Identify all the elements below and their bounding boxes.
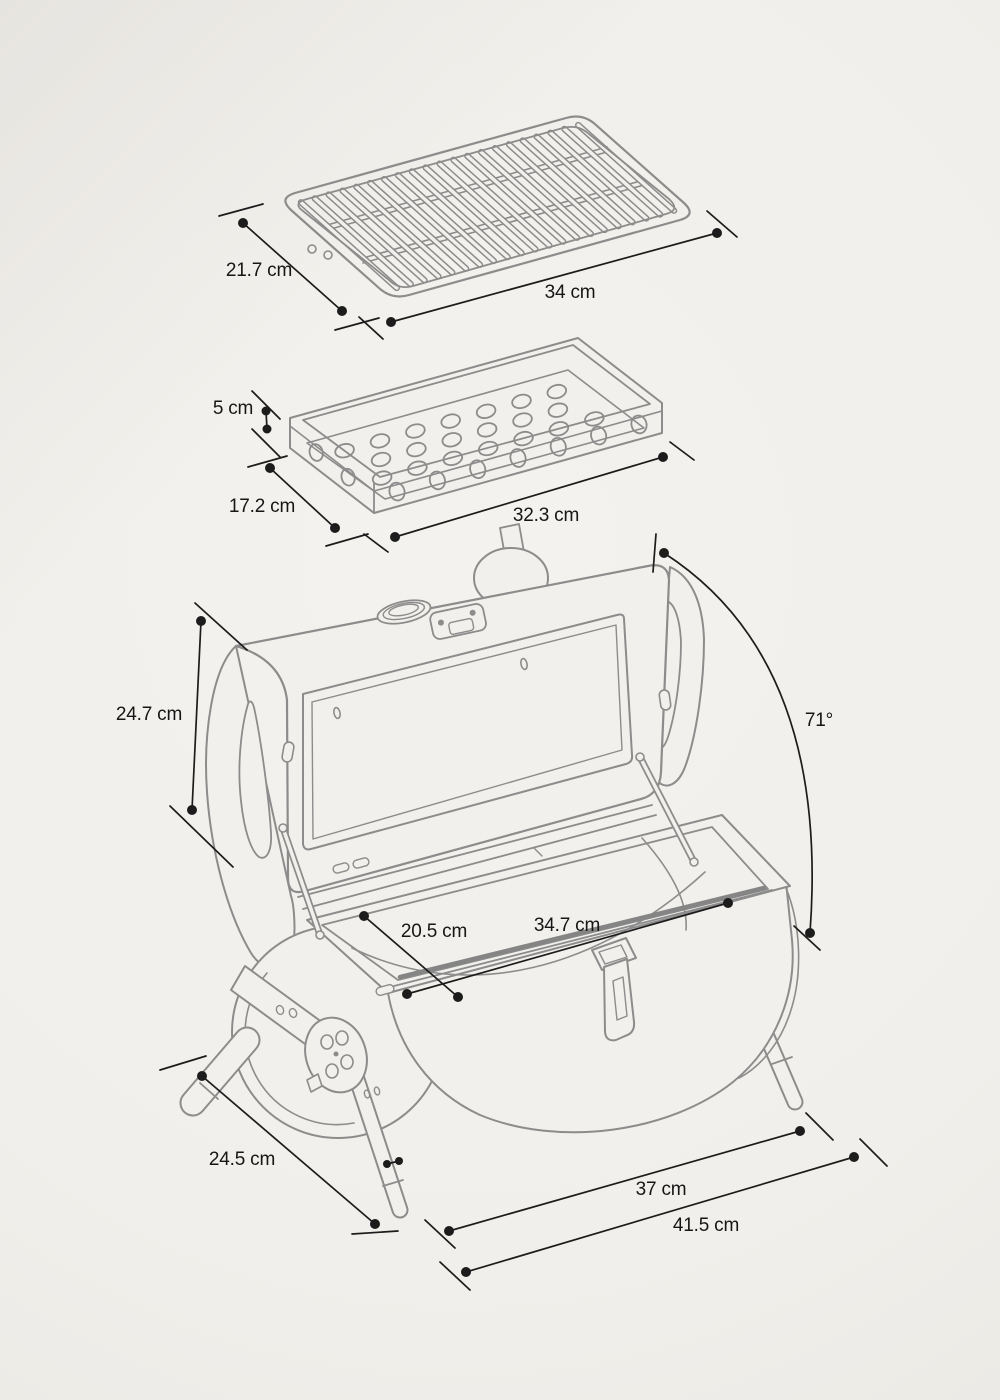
barbecue-body-drawing xyxy=(179,523,804,1219)
lid-latch-plate xyxy=(429,603,487,640)
lid-rim-band xyxy=(297,804,657,910)
grill-grate-drawing xyxy=(284,115,691,298)
lid-hinge-pin-left xyxy=(281,741,295,763)
dim-opening-width-line xyxy=(402,898,733,999)
dim-tray-width-line xyxy=(363,441,695,553)
dim-lid-angle-label: 71° xyxy=(804,710,834,731)
dim-feet-span-label: 37 cm xyxy=(635,1179,687,1200)
grate-hook-left xyxy=(307,244,317,254)
dim-grate-width-label: 34 cm xyxy=(544,282,596,303)
dim-opening-width-label: 34.7 cm xyxy=(533,915,601,936)
dim-grate-depth-line xyxy=(218,203,380,331)
lid xyxy=(234,564,672,910)
dim-base-depth-line xyxy=(159,1055,399,1235)
dim-feet-span-line xyxy=(424,1112,834,1249)
dim-grate-width-line xyxy=(358,210,738,340)
grate-hook-right xyxy=(323,250,333,260)
dim-grate-depth-label: 21.7 cm xyxy=(225,260,293,281)
dim-tray-height-label: 5 cm xyxy=(212,398,254,419)
dim-overall-width-label: 41.5 cm xyxy=(672,1215,740,1236)
dimension-annotations xyxy=(159,203,888,1291)
dim-tray-height-line xyxy=(251,390,281,458)
bowl-right-end-edge xyxy=(738,887,800,1079)
lid-hinge-pin-right xyxy=(658,689,672,711)
bowl-rim-tab xyxy=(375,984,395,996)
grate-bars xyxy=(297,121,678,292)
lid-rim-tab-1 xyxy=(332,862,350,874)
dim-tray-width-label: 32.3 cm xyxy=(512,505,580,526)
bowl xyxy=(231,814,804,1219)
bowl-rim-outer xyxy=(306,814,791,994)
crank-assembly xyxy=(179,965,368,1117)
lid-rivet-right xyxy=(520,657,528,671)
lid-rim-tab-2 xyxy=(352,857,370,869)
dim-tray-depth-label: 17.2 cm xyxy=(228,496,296,517)
dim-opening-depth-label: 20.5 cm xyxy=(400,921,468,942)
lid-hinge-struts xyxy=(278,752,699,940)
lid-vent-disc xyxy=(376,599,432,625)
bowl-inner-wall-arc xyxy=(351,871,706,976)
dim-tray-depth-line xyxy=(247,455,369,547)
vent-wheel-tab xyxy=(306,1073,323,1093)
charcoal-tray-drawing xyxy=(289,337,663,514)
dim-lid-angle-arc xyxy=(652,533,821,951)
dim-base-depth-label: 24.5 cm xyxy=(208,1149,276,1170)
bowl-rim-front-edge xyxy=(397,885,767,980)
lid-left-end-cap xyxy=(205,645,296,970)
bowl-rim-inner xyxy=(321,826,769,981)
tray-holes xyxy=(308,383,648,502)
dim-overall-width-line xyxy=(439,1138,888,1291)
front-latch xyxy=(591,937,637,1042)
dim-lid-height-label: 24.7 cm xyxy=(115,704,183,725)
bowl-body xyxy=(387,881,794,1134)
dim-lid-height-line xyxy=(169,602,248,868)
lid-rivet-left xyxy=(333,706,341,720)
dim-leg-diameter-marker xyxy=(383,1157,403,1168)
lid-rim-mark xyxy=(533,847,543,857)
